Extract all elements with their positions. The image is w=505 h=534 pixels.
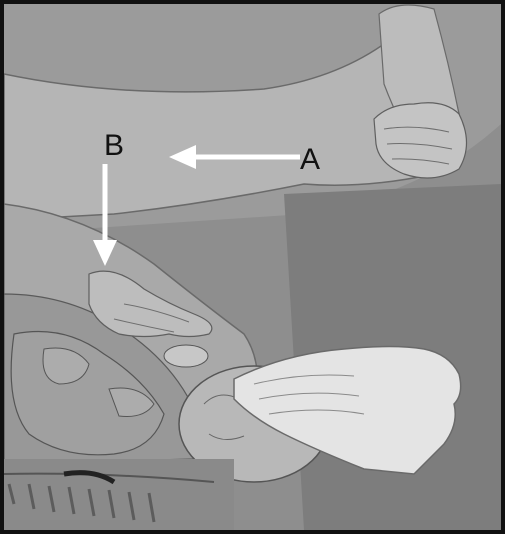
spine (4, 459, 234, 530)
obstetric-maneuver-illustration (4, 4, 501, 530)
label-a: A (300, 145, 320, 175)
label-b: B (104, 131, 124, 161)
pubic-bone (164, 345, 208, 367)
